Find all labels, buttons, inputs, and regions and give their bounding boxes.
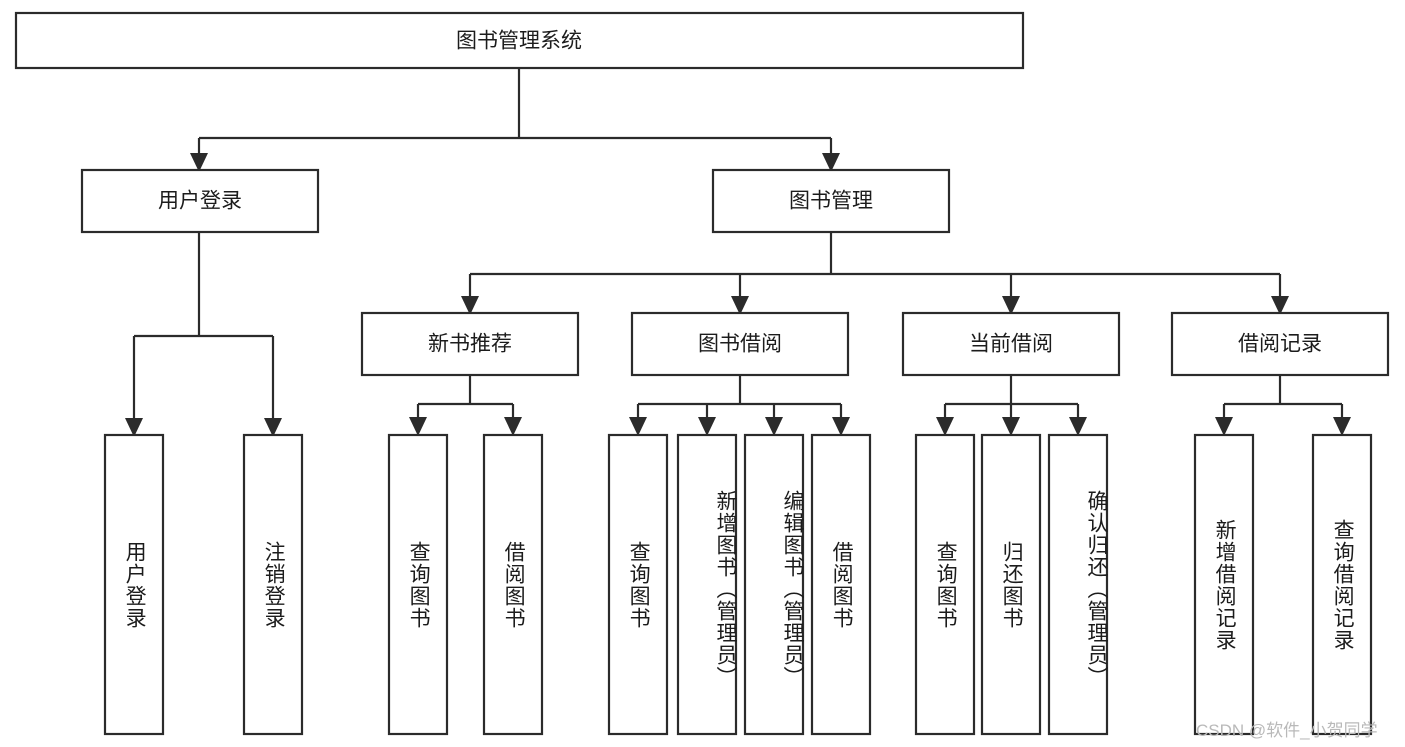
- arrow-to-leaf-add-record: [1215, 417, 1233, 436]
- leaf-box-query-book-2[interactable]: [607, 433, 669, 736]
- leaf-box-add-book[interactable]: [676, 433, 738, 736]
- connector-group-book-mgmt: [461, 232, 1289, 315]
- arrow-to-leaf-return-book: [1002, 417, 1020, 436]
- node-label-user-login: 用户登录: [158, 190, 242, 213]
- leaf-box-query-book-3[interactable]: [914, 433, 976, 736]
- leaf-box-return-book[interactable]: [980, 433, 1042, 736]
- connector-group-current-borrow: [936, 375, 1087, 436]
- node-label-current-borrow: 当前借阅: [969, 333, 1053, 356]
- leaf-box-query-book-1[interactable]: [387, 433, 449, 736]
- connector-group-new-book-rec: [409, 375, 522, 436]
- leaf-box-query-record[interactable]: [1311, 433, 1373, 736]
- connector-group-root: [190, 68, 840, 172]
- arrow-to-leaf-borrow-book-1: [504, 417, 522, 436]
- leaf-box-confirm-return[interactable]: [1047, 433, 1109, 736]
- leaf-box-edit-book[interactable]: [743, 433, 805, 736]
- node-box-root[interactable]: [14, 11, 1025, 70]
- leaf-box-logout[interactable]: [242, 433, 304, 736]
- node-label-borrow-record: 借阅记录: [1238, 333, 1322, 356]
- connector-group-user-login: [125, 232, 282, 437]
- node-box-book-mgmt[interactable]: [711, 168, 951, 234]
- watermark-text: CSDN @软件_小贺同学: [1196, 721, 1378, 740]
- node-box-borrow-record[interactable]: [1170, 311, 1390, 377]
- node-box-new-book-rec[interactable]: [360, 311, 580, 377]
- node-label-new-book-rec: 新书推荐: [428, 333, 512, 356]
- connector-group-borrow-record: [1215, 375, 1351, 436]
- leaf-box-user-login[interactable]: [103, 433, 165, 736]
- leaf-box-borrow-book-2[interactable]: [810, 433, 872, 736]
- arrow-to-leaf-borrow-book-2: [832, 417, 850, 436]
- node-label-book-mgmt: 图书管理: [789, 190, 873, 213]
- arrow-to-leaf-query-book-1: [409, 417, 427, 436]
- node-label-book-borrow: 图书借阅: [698, 333, 782, 356]
- arrow-to-leaf-add-book: [698, 417, 716, 436]
- node-box-current-borrow[interactable]: [901, 311, 1121, 377]
- arrow-to-leaf-query-book-3: [936, 417, 954, 436]
- arrow-to-leaf-confirm-return: [1069, 417, 1087, 436]
- arrow-to-leaf-query-book-2: [629, 417, 647, 436]
- arrow-to-leaf-edit-book: [765, 417, 783, 436]
- node-box-user-login[interactable]: [80, 168, 320, 234]
- connector-group-book-borrow: [629, 375, 850, 436]
- arrow-to-leaf-query-record: [1333, 417, 1351, 436]
- leaf-box-add-record[interactable]: [1193, 433, 1255, 736]
- node-label-root: 图书管理系统: [456, 30, 582, 53]
- leaf-box-borrow-book-1[interactable]: [482, 433, 544, 736]
- node-box-book-borrow[interactable]: [630, 311, 850, 377]
